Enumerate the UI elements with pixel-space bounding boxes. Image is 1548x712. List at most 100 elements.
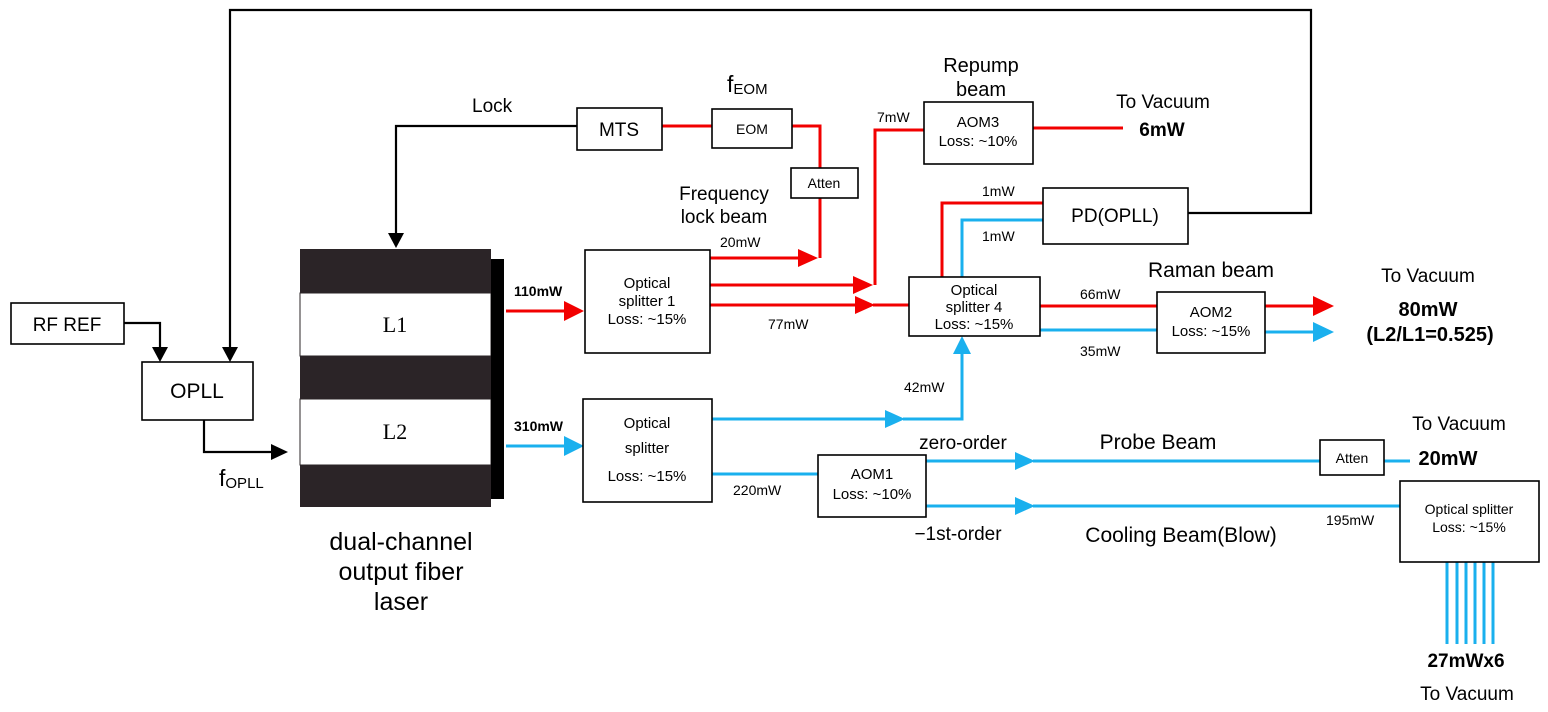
- splitter-out-line1: Optical splitter: [1425, 501, 1514, 517]
- splitter1-line1: Optical: [624, 275, 671, 292]
- raman-to-vacuum: To Vacuum: [1381, 266, 1475, 287]
- fiber-laser: L1 L2 dual-channel output fiber laser: [299, 249, 504, 616]
- freq-lock-line2: lock beam: [681, 207, 768, 228]
- optical-splitter-4: Optical splitter 4 Loss: ~15%: [908, 276, 1041, 337]
- beam-labels: Repump beam Raman beam Probe Beam Coolin…: [914, 55, 1276, 547]
- atten-probe-label: Atten: [1336, 450, 1369, 466]
- aom2-name: AOM2: [1190, 304, 1233, 321]
- optical-splitter-1: Optical splitter 1 Loss: ~15%: [584, 249, 711, 354]
- repump-label-1: Repump: [943, 55, 1019, 77]
- mts-label: MTS: [599, 120, 639, 141]
- splitter4-line2: splitter 4: [946, 299, 1003, 316]
- p42-riser-arrowhead: [953, 336, 971, 354]
- power-1-blue: 1mW: [982, 228, 1015, 244]
- opll-label: OPLL: [170, 380, 224, 403]
- minus-first-arrowhead: [1015, 497, 1035, 515]
- raman-label: Raman beam: [1148, 259, 1274, 282]
- power-labels: 110mW 310mW 20mW 77mW 7mW 1mW 1mW 66mW 3…: [514, 109, 1375, 528]
- opll-feedback-arrowhead: [222, 347, 238, 362]
- splitter-l2-loss: Loss: ~15%: [608, 468, 687, 485]
- repump-riser-beam: [873, 128, 924, 285]
- cooling-fibers: [1445, 562, 1495, 644]
- aom3-box: AOM3 Loss: ~10%: [923, 101, 1034, 165]
- rf-ref-label: RF REF: [33, 315, 102, 336]
- zero-order-arrowhead: [1015, 452, 1035, 470]
- probe-label: Probe Beam: [1100, 431, 1217, 454]
- splitter-l2-line1: Optical: [624, 415, 671, 432]
- probe-to-vacuum: To Vacuum: [1412, 414, 1506, 435]
- mts-box: MTS: [576, 107, 663, 151]
- optical-splitter-l2: Optical splitter Loss: ~15%: [582, 398, 713, 503]
- repump-to-vacuum: To Vacuum: [1116, 92, 1210, 113]
- probe-power: 20mW: [1419, 448, 1478, 470]
- l2-label: L2: [383, 419, 407, 444]
- p42-riser-beam: [903, 352, 964, 421]
- laser-output-bar: [491, 259, 504, 499]
- pd-blue-beam: [960, 218, 1043, 277]
- aom3-loss: Loss: ~10%: [939, 133, 1018, 150]
- power-20: 20mW: [720, 234, 761, 250]
- eom-box: EOM: [711, 108, 793, 149]
- aom2-loss: Loss: ~15%: [1172, 323, 1251, 340]
- splitter4-line1: Optical: [951, 282, 998, 299]
- laser-caption-line2: output fiber: [338, 558, 463, 586]
- raman-power: 80mW: [1399, 299, 1458, 321]
- minus-first-label: −1st-order: [914, 524, 1002, 545]
- aom1-box: AOM1 Loss: ~10%: [817, 454, 927, 518]
- laser-caption-line1: dual-channel: [329, 528, 472, 556]
- f-opll-label: fOPLL: [219, 465, 264, 492]
- lock-wire: [394, 124, 577, 234]
- power-7: 7mW: [877, 109, 910, 125]
- opll-to-laser-arrowhead: [271, 444, 288, 460]
- power-35: 35mW: [1080, 343, 1121, 359]
- power-77: 77mW: [768, 316, 809, 332]
- lock-arrowhead: [388, 233, 404, 248]
- power-1-red: 1mW: [982, 183, 1015, 199]
- p42-arrowhead: [885, 410, 905, 428]
- power-220: 220mW: [733, 482, 782, 498]
- blue-beams: [506, 218, 1495, 644]
- rf-ref-arrowhead: [152, 347, 168, 362]
- f-eom-label: fEOM: [727, 71, 768, 98]
- l1-out-arrowhead: [564, 301, 584, 321]
- p20-arrowhead: [798, 249, 818, 267]
- power-l1-out: 110mW: [514, 283, 563, 299]
- zero-order-label: zero-order: [919, 433, 1007, 454]
- rf-ref-box: RF REF: [10, 302, 125, 345]
- aom3-name: AOM3: [957, 114, 1000, 131]
- splitter-out-loss: Loss: ~15%: [1432, 519, 1506, 535]
- aom1-loss: Loss: ~10%: [833, 486, 912, 503]
- repump-label-2: beam: [956, 79, 1006, 101]
- cooling-power: 27mWx6: [1427, 651, 1504, 672]
- repump-branch-arrowhead: [853, 276, 873, 294]
- power-195: 195mW: [1326, 512, 1375, 528]
- cooling-label: Cooling Beam(Blow): [1085, 524, 1276, 547]
- p77-arrowhead: [855, 296, 875, 314]
- control-wires: [124, 8, 1313, 460]
- aom2-box: AOM2 Loss: ~15%: [1156, 291, 1266, 354]
- atten-probe-box: Atten: [1319, 439, 1385, 476]
- lock-label: Lock: [472, 96, 513, 117]
- rf-ref-wire: [124, 321, 162, 348]
- atten-top-label: Atten: [808, 175, 841, 191]
- raman-ratio: (L2/L1=0.525): [1366, 324, 1493, 346]
- vacuum-outputs: To Vacuum 6mW To Vacuum 80mW (L2/L1=0.52…: [1116, 92, 1514, 705]
- eom-atten-beam: [792, 124, 822, 168]
- laser-channel-l2-panel: [299, 398, 492, 466]
- laser-caption-line3: laser: [374, 588, 428, 616]
- power-42: 42mW: [904, 379, 945, 395]
- l2-out-arrowhead: [564, 436, 584, 456]
- freq-lock-line1: Frequency: [679, 184, 769, 205]
- cooling-to-vacuum: To Vacuum: [1420, 684, 1514, 705]
- raman-red-arrowhead: [1313, 296, 1334, 316]
- laser-housing: [300, 249, 491, 507]
- opll-to-laser-wire: [202, 420, 272, 454]
- pd-feedback-wire: [228, 8, 1313, 348]
- splitter1-line2: splitter 1: [619, 293, 676, 310]
- power-66: 66mW: [1080, 286, 1121, 302]
- eom-label: EOM: [736, 121, 768, 137]
- power-l2-out: 310mW: [514, 418, 564, 434]
- pd-opll-box: PD(OPLL): [1042, 187, 1189, 245]
- splitter-l2-line2: splitter: [625, 440, 669, 457]
